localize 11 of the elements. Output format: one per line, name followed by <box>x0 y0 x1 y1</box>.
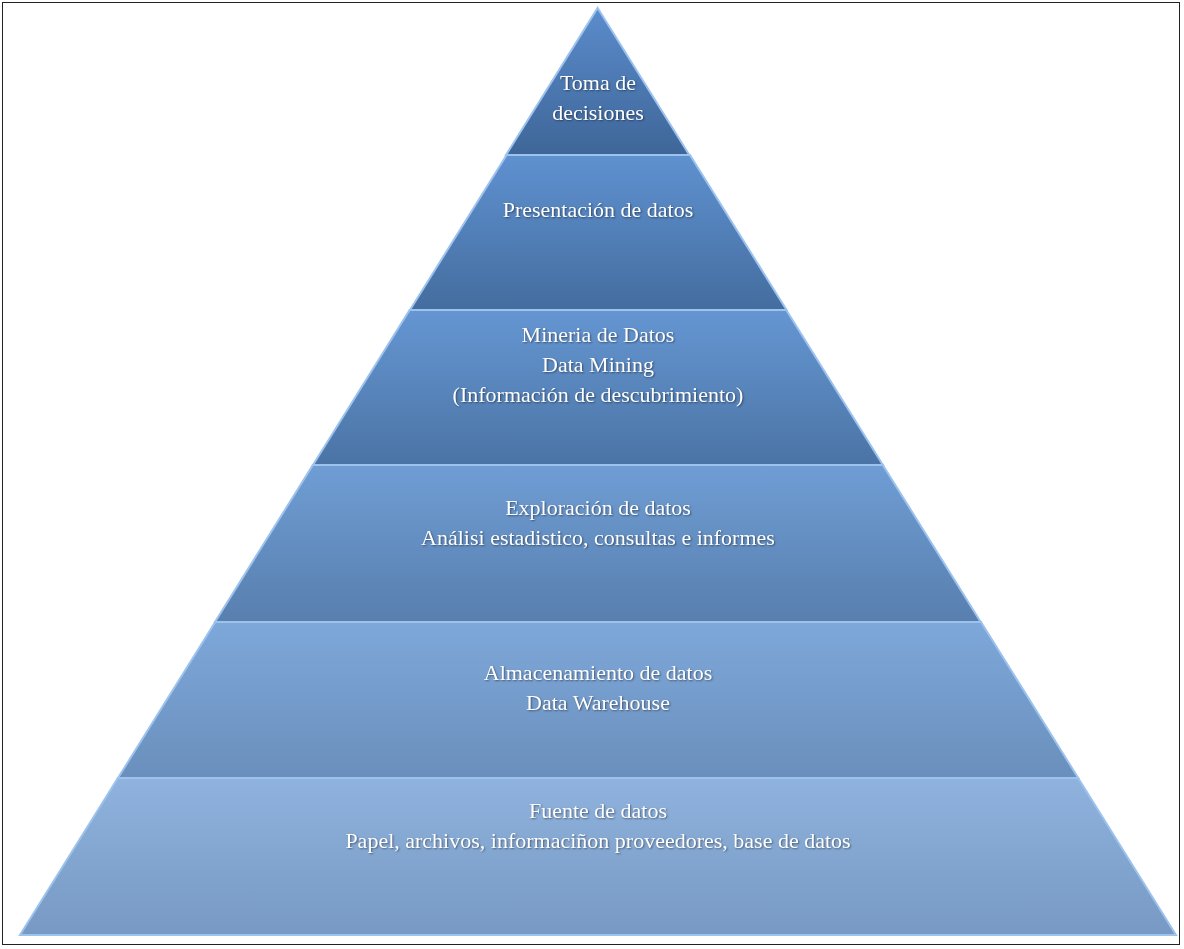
tier-text: Data Mining <box>541 351 655 379</box>
tier-text: Papel, archivos, informaciñon proveedores, base de datos <box>344 827 852 855</box>
tier-title: Presentación de datos <box>501 196 695 224</box>
tier-text: Data Warehouse <box>525 689 671 717</box>
tier-title: Mineria de Datos <box>520 321 676 349</box>
tier-title: Almacenamiento de datos <box>482 659 714 687</box>
tier-text: Análisi estadistico, consultas e informes <box>420 524 776 552</box>
tier-title: Exploración de datos <box>504 494 692 522</box>
tier-text: (Información de descubrimiento) <box>451 381 745 409</box>
tier-title: Fuente de datos <box>527 797 669 825</box>
tier-title: Toma de decisiones <box>551 69 645 127</box>
